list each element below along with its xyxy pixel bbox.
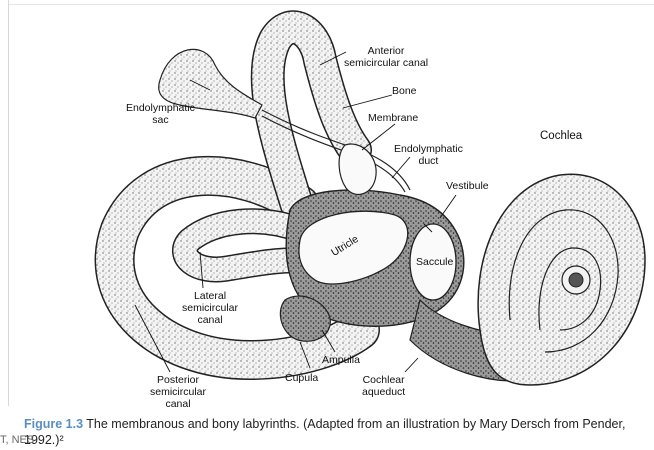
figure-number: Figure 1.3 xyxy=(24,417,83,431)
cochlea-shape xyxy=(478,174,645,385)
label-posterior-canal: Posterior semicircular canal xyxy=(150,374,206,410)
label-endolymphatic-duct: Endolymphatic duct xyxy=(394,143,463,167)
label-ampulla: Ampulla xyxy=(322,354,360,366)
figure-caption: Figure 1.3 The membranous and bony labyr… xyxy=(24,416,644,448)
label-cupula: Cupula xyxy=(285,372,318,384)
figure-caption-text: The membranous and bony labyrinths. (Ada… xyxy=(24,417,625,447)
label-endolymphatic-sac: Endolymphatic sac xyxy=(126,102,195,126)
cut-off-margin-text: T, NES xyxy=(0,434,34,446)
label-cochlea: Cochlea xyxy=(540,130,582,142)
label-anterior-canal: Anterior semicircular canal xyxy=(344,45,428,69)
label-vestibule: Vestibule xyxy=(446,180,489,192)
label-saccule: Saccule xyxy=(416,256,453,268)
label-bone: Bone xyxy=(392,85,417,97)
label-lateral-canal: Lateral semicircular canal xyxy=(182,290,238,326)
labyrinth-illustration xyxy=(0,0,654,410)
label-membrane: Membrane xyxy=(368,112,418,124)
label-cochlear-aqueduct: Cochlear aqueduct xyxy=(362,374,405,398)
